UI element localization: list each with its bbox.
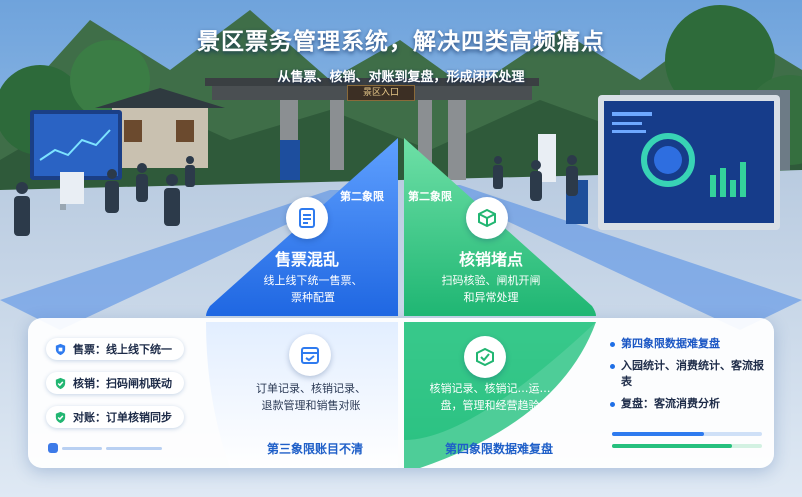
quadrant-top-right-desc-line1: 扫码核验、闸机开闸: [441, 274, 541, 287]
chip-reconciliation: 对账：订单核销同步: [46, 406, 184, 428]
chip-reconciliation-label: 对账：订单核销同步: [73, 411, 172, 424]
quadrant-bottom-right-desc-line2: 盘，管理和经营趋验: [440, 399, 540, 412]
list-item: 入园统计、消费统计、客流报表: [610, 358, 770, 390]
headline: 景区票务管理系统，解决四类高频痛点 从售票、核销、对账到复盘，形成闭环处理: [0, 22, 802, 85]
shield-check-icon: [55, 411, 66, 423]
list-item: 第四象限数据难复盘: [610, 336, 770, 352]
calendar-check-icon: [289, 334, 331, 376]
gate-sign: 景区入口: [347, 85, 415, 101]
box-check-icon: [464, 336, 506, 378]
page-subtitle: 从售票、核销、对账到复盘，形成闭环处理: [277, 70, 525, 85]
quadrant-top-left-desc-line2: 票种配置: [291, 291, 335, 304]
mini-status-bar: [48, 442, 178, 454]
progress-fill-blue: [612, 432, 704, 436]
chip-ticketing-label: 售票：线上线下统一: [73, 343, 172, 356]
mini-status-line: [106, 446, 162, 450]
quadrant-bottom-right-fade: [404, 322, 596, 468]
chip-verification-label: 核销：扫码闸机联动: [73, 377, 172, 390]
list-item-text: 第四象限数据难复盘: [621, 337, 720, 350]
list-item-text: 入园统计、消费统计、客流报表: [621, 359, 764, 388]
quadrant-bottom-right-desc-line1: 核销记录、核销记…运…: [429, 382, 551, 395]
document-icon: [286, 197, 328, 239]
quadrant-bottom-right-desc: 核销记录、核销记…运… 盘，管理和经营趋验: [420, 380, 560, 414]
chip-ticketing: 售票：线上线下统一: [46, 338, 184, 360]
quadrant-top-right-tag: 第二象限: [408, 190, 452, 203]
bullet: [610, 364, 615, 369]
quadrant-top-left-desc: 线上线下统一售票、 票种配置: [250, 272, 376, 306]
quadrant-bottom-left-desc-line1: 订单记录、核销记录、: [256, 382, 366, 395]
quadrant-top-left-title: 售票混乱: [274, 250, 339, 269]
quadrant-bottom-left-shape: [206, 322, 398, 468]
box-scan-icon: [466, 197, 508, 239]
mini-status-dot: [48, 443, 58, 453]
quadrant-bottom-left-caption: 第三象限账目不清: [266, 442, 363, 456]
quadrant-bottom-left-desc: 订单记录、核销记录、 退款管理和销售对账: [240, 380, 382, 414]
quadrant-top-right-desc-line2: 和异常处理: [463, 291, 519, 304]
shield-icon: [55, 343, 66, 355]
list-item-text: 复盘：客流消费分析: [621, 397, 720, 410]
quadrant-bottom-right-caption: 第四象限数据难复盘: [444, 442, 553, 456]
progress-fill-green: [612, 444, 732, 448]
page-title: 景区票务管理系统，解决四类高频痛点: [197, 29, 605, 55]
quadrant-top-right-title: 核销堵点: [458, 250, 523, 269]
bullet: [610, 342, 615, 347]
quadrant-top-left-tag: 第二象限: [340, 190, 384, 203]
quadrant-top-right-desc: 扫码核验、闸机开闸 和异常处理: [426, 272, 556, 306]
quadrant-top-left-desc-line1: 线上线下统一售票、: [263, 274, 363, 287]
chip-verification: 核销：扫码闸机联动: [46, 372, 184, 394]
quadrant-bottom-left-desc-line2: 退款管理和销售对账: [261, 399, 361, 412]
mini-status-line: [62, 446, 102, 450]
right-feature-list: 第四象限数据难复盘 入园统计、消费统计、客流报表 复盘：客流消费分析: [610, 336, 770, 418]
bullet: [610, 402, 615, 407]
shield-check-icon: [55, 377, 66, 389]
list-item: 复盘：客流消费分析: [610, 396, 770, 412]
